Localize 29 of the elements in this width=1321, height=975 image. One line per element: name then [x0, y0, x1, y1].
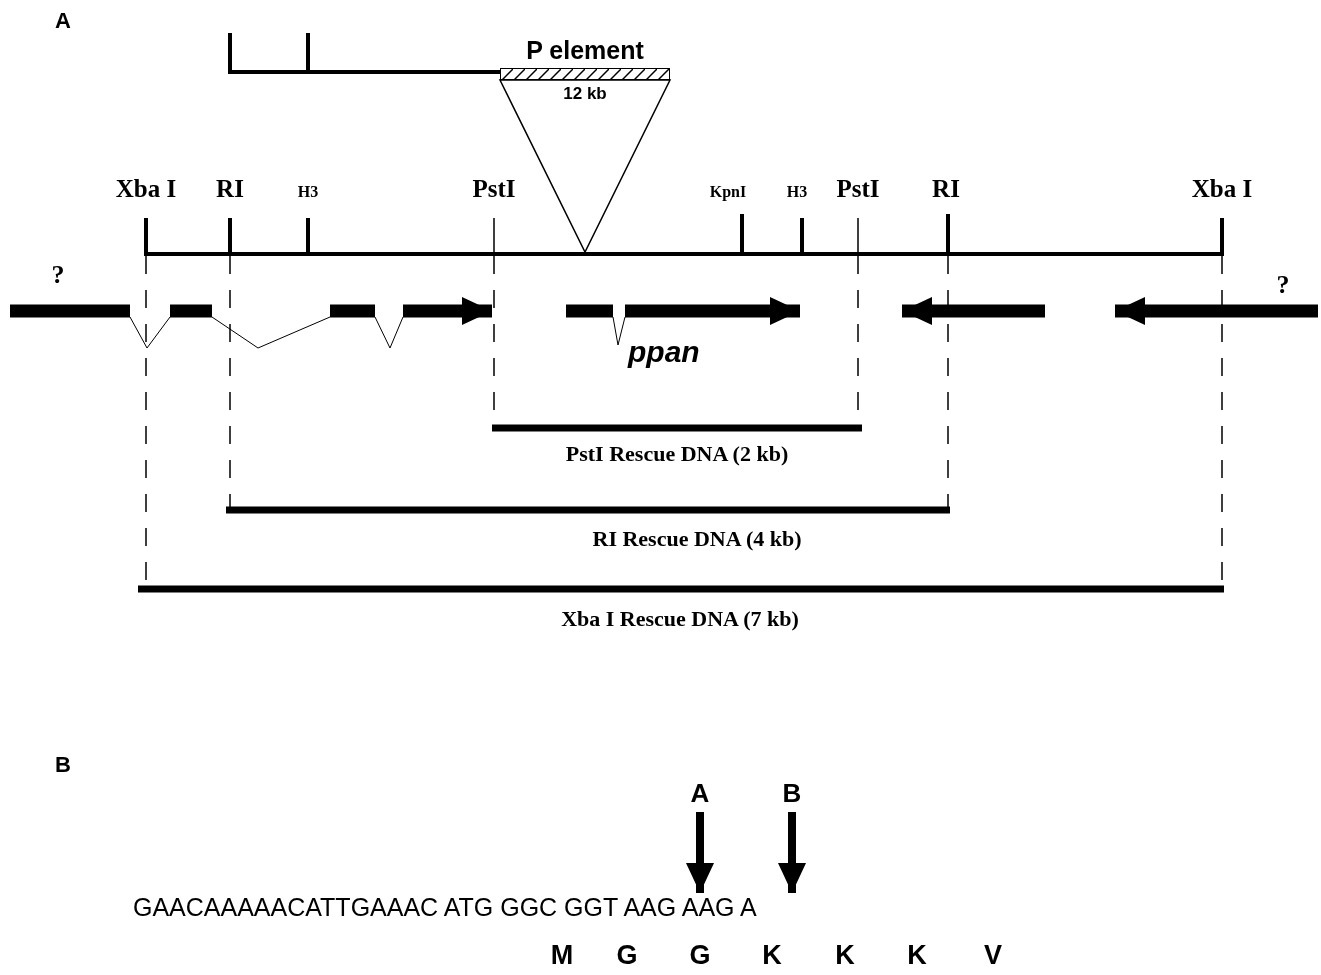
- restriction-site-label: H3: [786, 184, 808, 200]
- element-name: P element: [526, 38, 644, 63]
- amino-acid-letter: K: [835, 942, 855, 969]
- size-label: 12 kb: [563, 85, 607, 102]
- restriction-site-label: Xba I: [115, 176, 177, 201]
- restriction-site-label: KpnI: [709, 184, 747, 200]
- amino-acid-letter: G: [689, 942, 711, 969]
- restriction-site-label: H3: [297, 184, 319, 200]
- panel-letter: B: [55, 754, 71, 776]
- site-letter: B: [782, 780, 802, 806]
- panel-letter: A: [55, 10, 71, 32]
- gene-name: ppan: [628, 337, 700, 367]
- restriction-site-label: PstI: [472, 176, 516, 201]
- restriction-site-label: Xba I: [1191, 176, 1253, 201]
- fragment-label: RI Rescue DNA (4 kb): [592, 528, 802, 550]
- restriction-site-label: RI: [216, 176, 244, 201]
- restriction-site-label: PstI: [836, 176, 880, 201]
- question-mark: ?: [51, 262, 65, 288]
- amino-acid-letter: G: [616, 942, 638, 969]
- amino-acid-letter: M: [550, 942, 574, 969]
- amino-acid-letter: V: [984, 942, 1002, 969]
- question-mark: ?: [1276, 272, 1290, 298]
- site-letter: A: [690, 780, 710, 806]
- amino-acid-letter: K: [762, 942, 782, 969]
- restriction-site-label: RI: [932, 176, 960, 201]
- fragment-label: PstI Rescue DNA (2 kb): [565, 443, 789, 465]
- dna-sequence: GAACAAAAACATTGAAAC ATG GGC GGT AAG AAG A: [133, 895, 757, 920]
- fragment-label: Xba I Rescue DNA (7 kb): [561, 608, 799, 630]
- amino-acid-letter: K: [907, 942, 927, 969]
